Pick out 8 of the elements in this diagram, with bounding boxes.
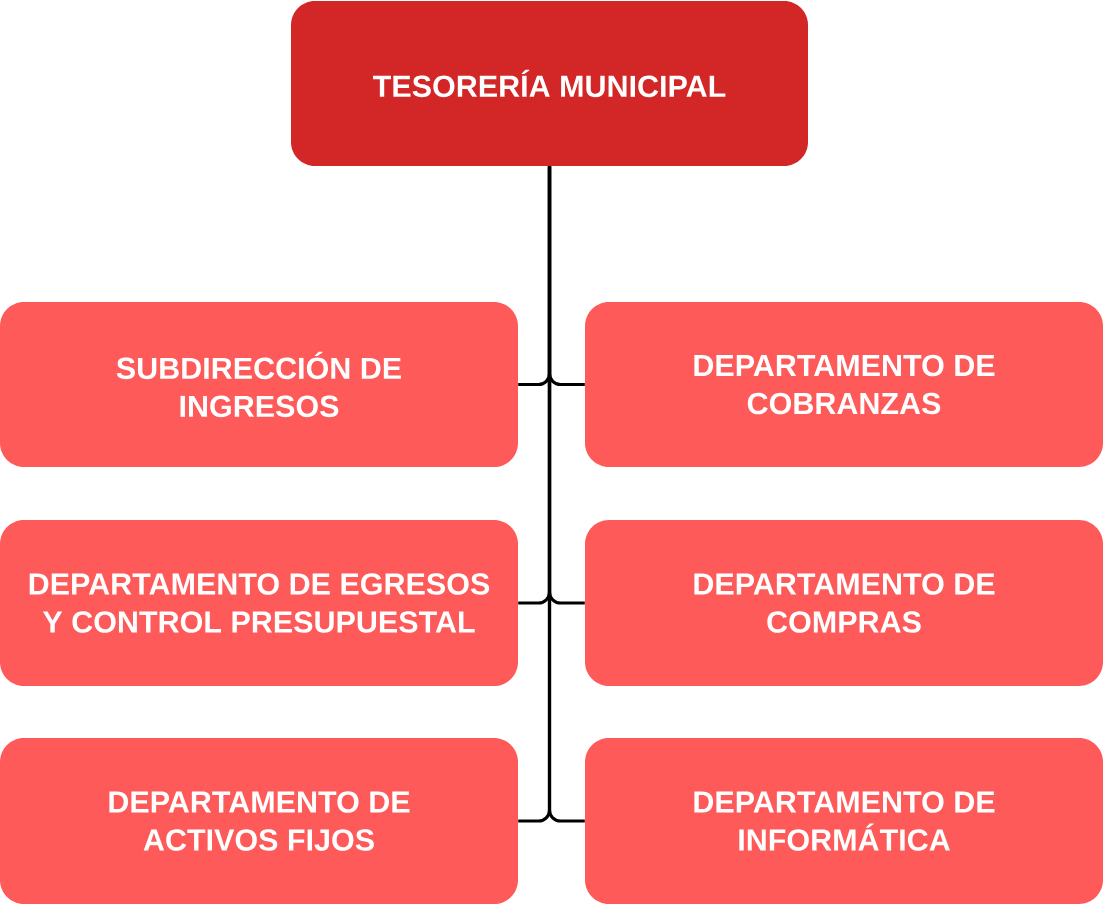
connector-line	[547, 166, 585, 823]
department-box: DEPARTAMENTO DE COBRANZAS	[585, 302, 1103, 467]
department-box: DEPARTAMENTO DE COMPRAS	[585, 520, 1103, 686]
department-box: DEPARTAMENTO DE ACTIVOS FIJOS	[0, 738, 518, 904]
department-box: DEPARTAMENTO DE INFORMÁTICA	[585, 738, 1103, 904]
department-box: DEPARTAMENTO DE EGRESOS Y CONTROL PRESUPUESTAL	[0, 520, 518, 686]
title-box: TESORERÍA MUNICIPAL	[291, 1, 808, 166]
department-box: SUBDIRECCIÓN DE INGRESOS	[0, 302, 518, 467]
